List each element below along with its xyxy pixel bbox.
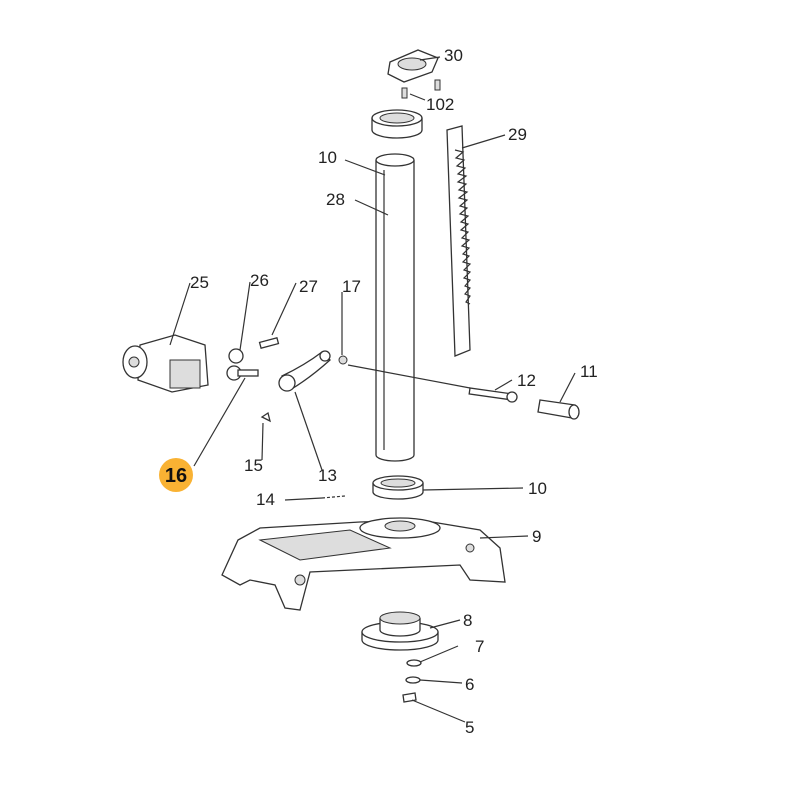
callout-16-highlighted[interactable]: 16 [159,458,193,492]
part-25-table-bracket [122,334,280,393]
part-collar-top [371,109,423,139]
part-9-base [221,517,506,611]
part-12-shaft [347,364,518,403]
callout-8: 8 [463,611,472,630]
callout-12: 12 [517,371,536,390]
highlight-marker [159,458,193,492]
part-28-column [375,153,415,462]
callout-15: 15 [244,456,263,475]
callout-10-top: 10 [318,148,337,167]
callout-5: 5 [465,718,474,737]
part-8-flange [361,611,439,651]
callout-11: 11 [580,362,598,381]
part-29-rack [446,125,472,357]
part-10-ring-lower [372,475,424,500]
callout-6: 6 [465,675,474,694]
callout-9: 9 [532,527,541,546]
leader-lines [169,56,576,723]
part-13-crank-handle [260,350,348,423]
callout-30: 30 [444,46,463,65]
part-102-screws [401,79,441,99]
part-11-knob [537,399,580,420]
parts-5-6-7-fasteners [402,659,422,703]
callout-10-bottom: 10 [528,479,547,498]
part-30-cap [387,49,439,83]
part-14-pin [321,495,346,499]
callout-13: 13 [318,466,337,485]
callout-16: 16 [165,465,187,487]
callout-28: 28 [326,190,345,209]
callout-14: 14 [256,490,275,509]
callout-17: 17 [342,277,361,296]
callout-29: 29 [508,125,527,144]
callout-27: 27 [299,277,318,296]
callout-26: 26 [250,271,269,290]
callout-7: 7 [475,637,484,656]
callout-102: 102 [426,95,454,114]
callout-25: 25 [190,273,209,292]
